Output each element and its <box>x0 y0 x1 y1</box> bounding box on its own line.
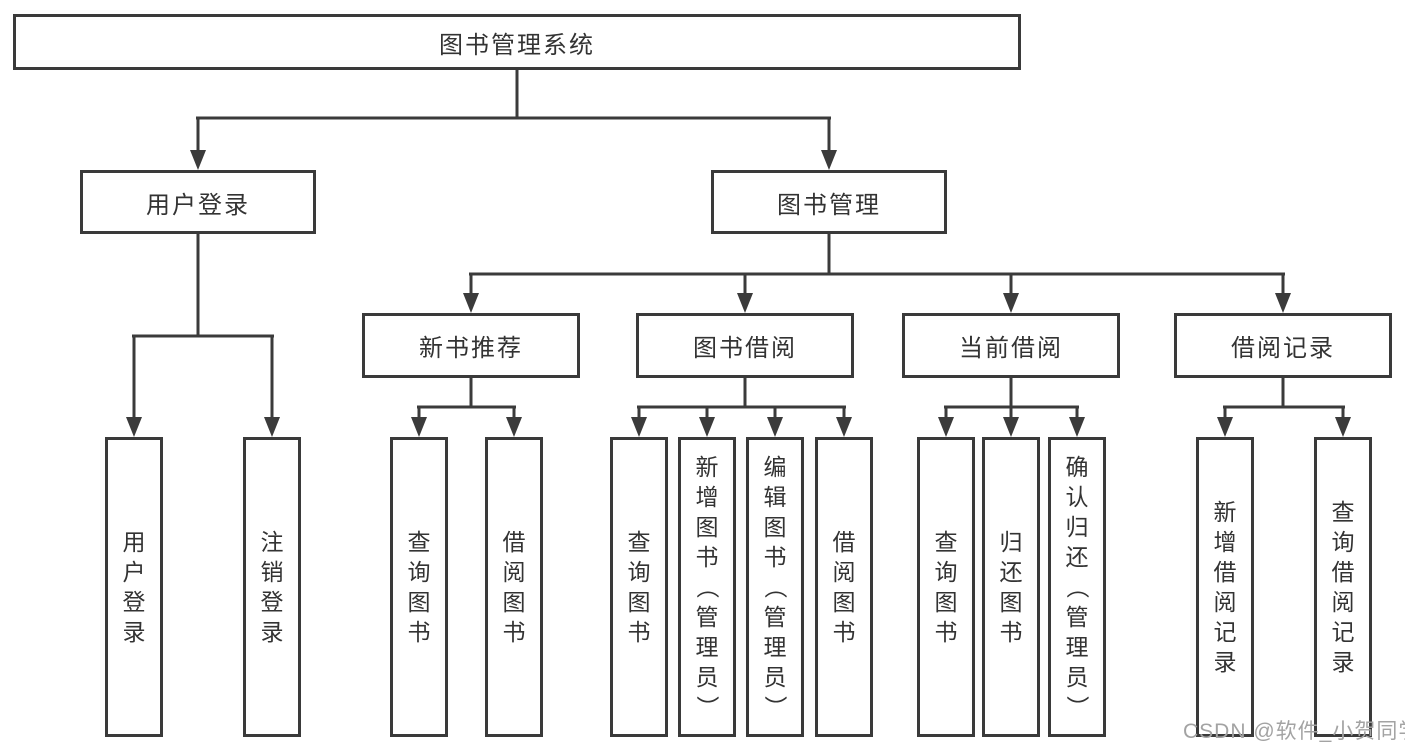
leaf-query-borrow-record: 查询借阅记录 <box>1314 437 1372 737</box>
connector-book-management-children <box>469 234 1285 295</box>
leaf-add-book-admin: 新增图书（管理员） <box>678 437 736 737</box>
connector-current-borrowing-children <box>944 378 1079 419</box>
arrow-down-icon <box>463 293 479 313</box>
node-user-login: 用户登录 <box>80 170 316 234</box>
node-new-book-recommend: 新书推荐 <box>362 313 580 378</box>
leaf-query-books-2-label: 查询图书 <box>627 529 651 645</box>
node-book-management: 图书管理 <box>711 170 947 234</box>
arrow-down-icon <box>126 417 142 437</box>
leaf-edit-book-admin: 编辑图书（管理员） <box>746 437 804 737</box>
connector-borrowing-records-children <box>1223 378 1345 419</box>
leaf-add-book-admin-label: 新增图书（管理员） <box>694 454 720 719</box>
leaf-query-borrow-record-label: 查询借阅记录 <box>1331 499 1355 675</box>
leaf-query-books-3-label: 查询图书 <box>934 529 958 645</box>
leaf-user-login-label: 用户登录 <box>122 529 146 645</box>
arrow-down-icon <box>1003 417 1019 437</box>
leaf-add-borrow-record-label: 新增借阅记录 <box>1213 499 1237 675</box>
leaf-query-books-3: 查询图书 <box>917 437 975 737</box>
arrow-down-icon <box>1003 293 1019 313</box>
arrow-down-icon <box>1217 417 1233 437</box>
node-root-label: 图书管理系统 <box>439 31 595 59</box>
node-borrowing-records: 借阅记录 <box>1174 313 1392 378</box>
arrow-down-icon <box>737 293 753 313</box>
connector-new-book-children <box>417 378 516 419</box>
arrow-down-icon <box>821 150 837 170</box>
leaf-borrow-books-label: 借阅图书 <box>502 529 526 645</box>
leaf-add-borrow-record: 新增借阅记录 <box>1196 437 1254 737</box>
node-root-system: 图书管理系统 <box>13 14 1021 70</box>
leaf-borrow-books: 借阅图书 <box>485 437 543 737</box>
leaf-logout-label: 注销登录 <box>260 529 284 645</box>
node-borrowing-records-label: 借阅记录 <box>1231 335 1335 362</box>
node-book-borrowing-label: 图书借阅 <box>693 335 797 362</box>
leaf-query-books: 查询图书 <box>390 437 448 737</box>
arrow-down-icon <box>190 150 206 170</box>
node-user-login-label: 用户登录 <box>146 191 250 219</box>
arrow-down-icon <box>938 417 954 437</box>
leaf-query-books-2: 查询图书 <box>610 437 668 737</box>
leaf-borrow-books-2-label: 借阅图书 <box>832 529 856 645</box>
node-book-borrowing: 图书借阅 <box>636 313 854 378</box>
leaf-logout: 注销登录 <box>243 437 301 737</box>
connector-book-borrowing-children <box>637 378 846 419</box>
arrow-down-icon <box>767 417 783 437</box>
connector-root-to-level2 <box>196 70 831 152</box>
leaf-query-books-label: 查询图书 <box>407 529 431 645</box>
arrow-down-icon <box>264 417 280 437</box>
leaf-return-books: 归还图书 <box>982 437 1040 737</box>
leaf-user-login: 用户登录 <box>105 437 163 737</box>
arrow-down-icon <box>411 417 427 437</box>
arrow-down-icon <box>1335 417 1351 437</box>
leaf-edit-book-admin-label: 编辑图书（管理员） <box>762 454 788 719</box>
leaf-confirm-return-admin: 确认归还（管理员） <box>1048 437 1106 737</box>
node-current-borrowing-label: 当前借阅 <box>959 335 1063 362</box>
node-book-management-label: 图书管理 <box>777 191 881 219</box>
node-new-book-recommend-label: 新书推荐 <box>419 335 523 362</box>
watermark: CSDN @软件_小贺同学 <box>1183 720 1405 743</box>
arrow-down-icon <box>506 417 522 437</box>
arrow-down-icon <box>631 417 647 437</box>
connector-user-login-children <box>132 234 274 419</box>
leaf-confirm-return-admin-label: 确认归还（管理员） <box>1064 454 1090 719</box>
arrow-down-icon <box>1275 293 1291 313</box>
leaf-borrow-books-2: 借阅图书 <box>815 437 873 737</box>
node-current-borrowing: 当前借阅 <box>902 313 1120 378</box>
leaf-return-books-label: 归还图书 <box>999 529 1023 645</box>
arrow-down-icon <box>836 417 852 437</box>
arrow-down-icon <box>1069 417 1085 437</box>
arrow-down-icon <box>699 417 715 437</box>
